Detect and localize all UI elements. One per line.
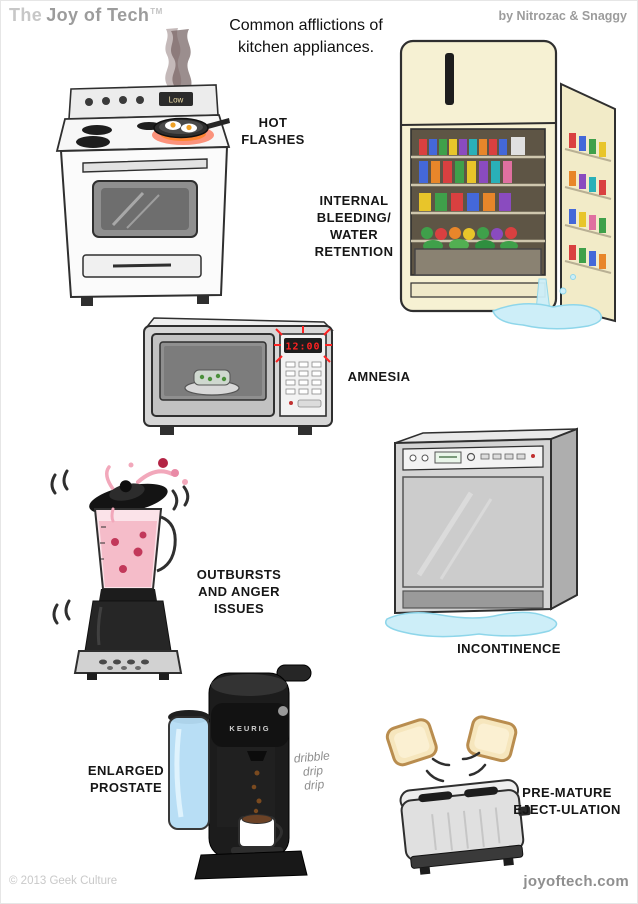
site-link[interactable]: joyoftech.com [523, 873, 629, 890]
microwave-panel: 12:00 [134, 304, 344, 449]
coffee-maker-affliction-label: ENLARGED PROSTATE [87, 763, 165, 795]
coffee-maker-illustration: KEURIG [168, 664, 312, 880]
blender-lid-icon [89, 480, 168, 515]
stove-knob-display: Low [169, 96, 184, 105]
blender-affliction-label: OUTBURSTS AND ANGER ISSUES [196, 567, 282, 616]
toaster-panel [373, 701, 553, 881]
toaster-body-icon [399, 779, 531, 875]
stove-affliction-label: HOT FLASHES [241, 115, 305, 147]
blender-panel [43, 447, 213, 689]
fridge-illustration [399, 39, 616, 330]
fridge-door-icon [560, 82, 616, 323]
dishwasher-controls-icon [402, 445, 544, 471]
blender-illustration [50, 458, 190, 680]
coffee-maker-panel: KEURIG dribble drip [151, 659, 351, 889]
microwave-illustration: 12:00 [143, 317, 334, 435]
microwave-control-panel-icon: 12:00 [274, 326, 332, 417]
dishwasher-panel [379, 413, 594, 648]
splash-icon [105, 458, 188, 491]
stove-illustration: Low [55, 28, 231, 306]
puddle-icon [385, 611, 558, 638]
clock-flash-icon [274, 326, 332, 363]
fridge-affliction-label: INTERNAL BLEEDING/ WATER RETENTION [314, 193, 394, 259]
dishwasher-affliction-label: INCONTINENCE [457, 641, 561, 656]
fridge-panel [393, 29, 623, 361]
water-reservoir-icon [168, 710, 210, 830]
copyright-text: © 2013 Geek Culture [9, 875, 118, 887]
freezer-handle-icon [445, 53, 454, 105]
toast-slice-icon [466, 715, 518, 763]
toaster-illustration [385, 715, 531, 875]
brand-the: The [9, 5, 43, 25]
blender-base-icon [73, 589, 183, 680]
brand-tm: TM [150, 7, 163, 16]
fridge-interior-icon [410, 128, 546, 276]
pop-lines-icon [425, 751, 487, 783]
coffee-mug-icon [238, 814, 283, 848]
comic-title: Common afflictions of kitchen appliances… [229, 17, 383, 56]
byline: by Nitrozac & Snaggy [498, 9, 628, 23]
water-leak-icon [492, 274, 603, 330]
coffee-drips-icon [251, 770, 262, 814]
dishwasher-illustration [385, 427, 578, 638]
coffee-maker-body-icon: KEURIG [208, 664, 312, 859]
coffee-maker-brand: KEURIG [229, 724, 270, 733]
toaster-affliction-label: PRE-MATURE EJECT-ULATION [513, 785, 621, 817]
microwave-clock: 12:00 [285, 342, 320, 353]
brand-name: Joy of Tech [46, 5, 150, 25]
drip-sound-text: dribble drip drip [293, 748, 331, 793]
frying-pan-icon [152, 117, 230, 145]
stove-panel: Low [31, 27, 246, 319]
blender-jar-icon [93, 507, 177, 590]
microwave-affliction-label: AMNESIA [347, 369, 411, 384]
microwave-door-icon [151, 333, 275, 417]
shake-lines-icon [50, 469, 190, 625]
toast-slice-icon [385, 718, 438, 767]
